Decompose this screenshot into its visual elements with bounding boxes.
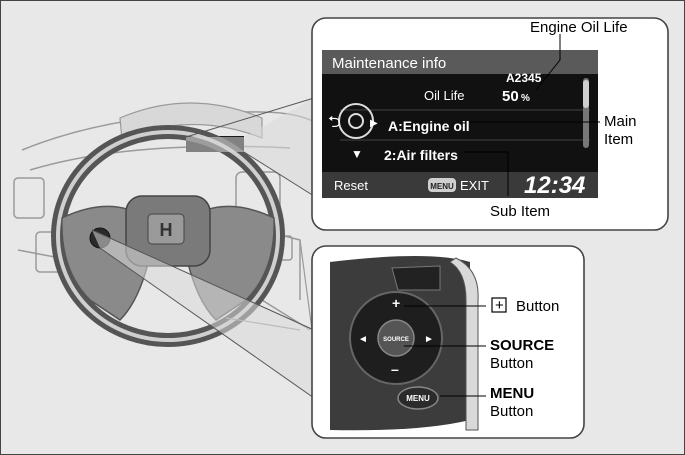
wheel-plus-button[interactable]: + bbox=[392, 295, 400, 311]
callout-sub-item: Sub Item bbox=[490, 203, 550, 220]
callout-source-2: Button bbox=[490, 355, 533, 372]
wheel-minus-button[interactable]: – bbox=[391, 361, 399, 377]
reset-label: Reset bbox=[334, 178, 368, 193]
exit-label: EXIT bbox=[460, 178, 489, 193]
main-item-text: A:Engine oil bbox=[388, 118, 470, 134]
callout-wedge-display bbox=[186, 98, 314, 196]
down-arrow-icon: ▼ bbox=[351, 147, 363, 161]
clock: 12:34 bbox=[524, 172, 585, 199]
right-arrow-icon: ▶ bbox=[370, 118, 378, 129]
wheel-menu-button[interactable]: MENU bbox=[406, 394, 430, 403]
callout-menu-2: Button bbox=[490, 403, 533, 420]
sub-item-text: 2:Air filters bbox=[384, 147, 458, 163]
menu-icon bbox=[428, 178, 456, 192]
plus-button-icon bbox=[491, 297, 507, 313]
back-arrow-icon: ⮌ bbox=[328, 114, 341, 131]
wheel-left-button[interactable]: ◄ bbox=[358, 334, 368, 345]
wheel-right-button[interactable]: ► bbox=[424, 334, 434, 345]
display-screen: Maintenance info A2345 Oil Life 50 % A:E… bbox=[322, 50, 598, 199]
screen-title: Maintenance info bbox=[332, 55, 446, 72]
selector-ring-icon bbox=[338, 103, 374, 139]
callout-source-1: SOURCE bbox=[490, 337, 554, 354]
callout-main-item-2: Item bbox=[604, 131, 633, 148]
screen-code: A2345 bbox=[506, 71, 542, 85]
callout-plus-button: Button bbox=[516, 298, 559, 315]
steering-wheel-controls bbox=[330, 256, 479, 431]
menu-icon-label: MENU bbox=[430, 182, 454, 191]
oil-life-label: Oil Life bbox=[424, 88, 464, 103]
callout-engine-oil-life: Engine Oil Life bbox=[530, 19, 628, 36]
svg-text:H: H bbox=[160, 220, 173, 240]
callout-main-item-1: Main bbox=[604, 113, 637, 130]
callout-menu-1: MENU bbox=[490, 385, 534, 402]
oil-life-value: 50 bbox=[502, 88, 519, 105]
wheel-source-button[interactable]: SOURCE bbox=[383, 337, 409, 343]
oil-life-unit: % bbox=[521, 93, 530, 104]
plus-symbol: + bbox=[495, 297, 504, 314]
